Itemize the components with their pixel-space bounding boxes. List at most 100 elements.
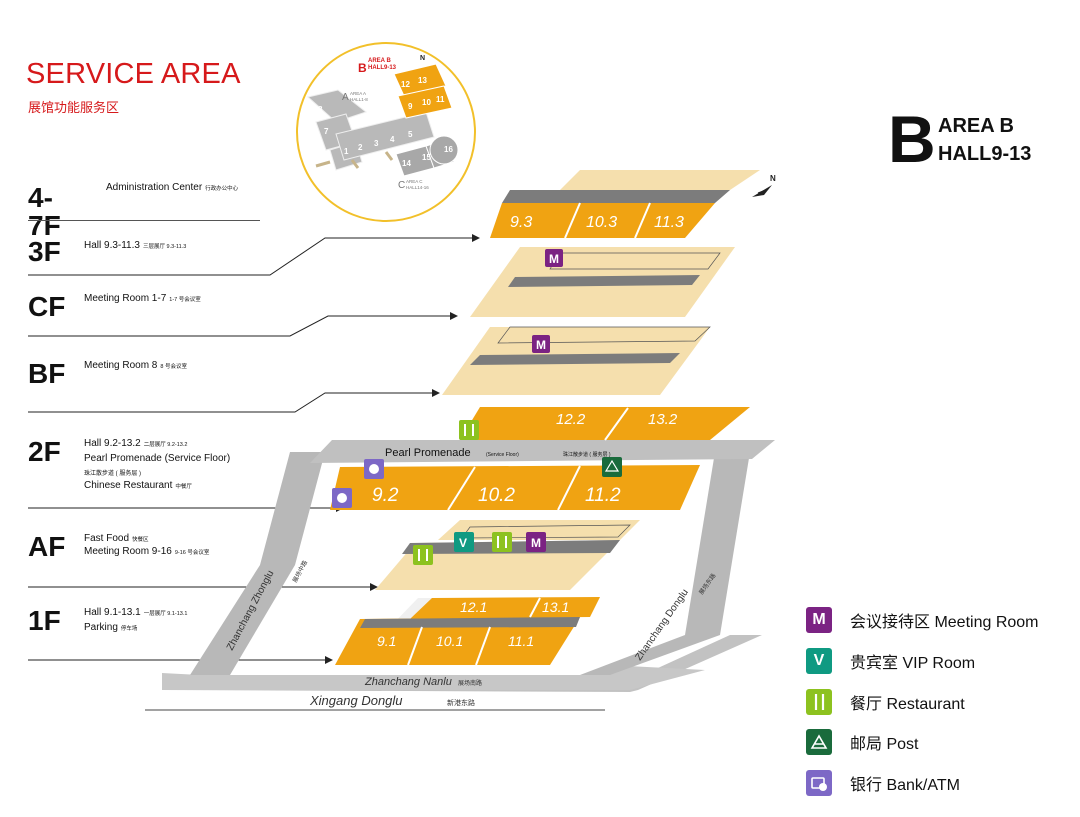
meeting-room-icon: M [545, 249, 563, 267]
legend-item-post: 邮局 Post [806, 728, 918, 756]
svg-text:B: B [358, 61, 367, 75]
svg-text:新港东路: 新港东路 [447, 698, 475, 707]
svg-text:AREA C: AREA C [406, 179, 423, 184]
restaurant-icon [459, 420, 479, 440]
meeting-room-icon: M [526, 532, 546, 552]
svg-text:11.1: 11.1 [508, 633, 534, 649]
svg-text:13.1: 13.1 [542, 599, 569, 615]
bank-atm-icon [364, 459, 384, 479]
floor-cf-plan [470, 247, 735, 317]
vip-room-icon: V [454, 532, 474, 552]
svg-text:AREA B: AREA B [368, 58, 391, 64]
svg-text:(Service Floor): (Service Floor) [486, 452, 519, 458]
legend-label: 贵宾室 VIP Room [850, 655, 976, 672]
road-east [685, 452, 750, 635]
restaurant-icon [492, 532, 512, 552]
svg-text:14: 14 [402, 159, 411, 168]
svg-text:5: 5 [408, 130, 413, 139]
svg-text:HALL9-13: HALL9-13 [368, 65, 397, 71]
svg-text:7: 7 [324, 127, 329, 136]
floor-1f-plan: 12.1 13.1 9.1 10.1 11.1 [335, 597, 600, 666]
road-main-label: Xingang Donglu [309, 693, 403, 708]
legend-label: 会议接待区 Meeting Room [850, 614, 1039, 631]
svg-text:N: N [770, 174, 776, 183]
svg-text:9.2: 9.2 [372, 485, 399, 506]
legend-item-restaurant: 餐厅 Restaurant [806, 688, 965, 716]
svg-text:12.1: 12.1 [460, 599, 487, 615]
floor-code: 2F [28, 436, 61, 467]
bank-atm-icon [806, 770, 832, 796]
floor-code: 4-7F [28, 182, 61, 241]
area-name: AREA B [938, 115, 1014, 137]
area-letter: B [888, 102, 936, 176]
svg-text:13.2: 13.2 [648, 411, 678, 428]
svg-text:10.2: 10.2 [478, 485, 515, 506]
svg-text:12.2: 12.2 [556, 411, 586, 428]
svg-text:10.1: 10.1 [436, 633, 463, 649]
legend-label: 邮局 Post [850, 736, 919, 753]
svg-text:15: 15 [422, 153, 431, 162]
svg-text:HALL1-8: HALL1-8 [350, 97, 368, 102]
leader-line-bf [28, 392, 432, 413]
divider [28, 220, 260, 221]
svg-text:N: N [420, 55, 425, 62]
post-icon [602, 457, 622, 477]
area-halls: HALL9-13 [938, 143, 1032, 165]
svg-text:11.3: 11.3 [654, 214, 684, 231]
svg-text:V: V [459, 536, 467, 550]
svg-text:11: 11 [436, 95, 445, 104]
svg-text:6: 6 [321, 147, 326, 156]
svg-text:10: 10 [422, 98, 431, 107]
svg-text:16: 16 [444, 145, 453, 154]
page-title: SERVICE AREA [26, 58, 241, 90]
svg-text:C: C [398, 180, 405, 191]
road-west [260, 452, 325, 565]
floor-3f-plan: 9.3 10.3 11.3 [490, 170, 760, 239]
svg-text:1: 1 [344, 147, 349, 156]
svg-text:M: M [531, 536, 541, 550]
svg-text:HALL14-16: HALL14-16 [406, 185, 429, 190]
svg-text:12: 12 [401, 80, 410, 89]
svg-text:3: 3 [374, 139, 379, 148]
vip-room-icon: V [806, 648, 832, 674]
leader-lines [28, 234, 480, 664]
ground-roads [145, 452, 762, 711]
restaurant-icon [806, 689, 832, 715]
road-south-label: Zhanchang Nanlu [364, 676, 452, 688]
pearl-promenade [310, 440, 775, 463]
svg-text:13: 13 [418, 76, 427, 85]
legend-item-meeting: M 会议接待区 Meeting Room [806, 606, 1039, 634]
floor-line: 珠江散步道 ( 服务层 ) [84, 471, 141, 477]
svg-text:AREA A: AREA A [350, 91, 366, 96]
legend-label: 银行 Bank/ATM [850, 777, 960, 794]
legend-item-bank: 银行 Bank/ATM [806, 769, 960, 797]
north-arrow-icon: N [752, 174, 776, 197]
floor-map: Zhanchang Nanlu 展场南路 Xingang Donglu 新港东路… [145, 170, 776, 711]
svg-text:珠江散步道 ( 服务层 ): 珠江散步道 ( 服务层 ) [563, 451, 611, 458]
meeting-room-icon: M [532, 335, 550, 353]
svg-text:10.3: 10.3 [586, 214, 617, 231]
svg-text:A: A [342, 92, 349, 103]
bank-atm-icon [332, 488, 352, 508]
floor-code: BF [28, 358, 66, 389]
svg-text:4: 4 [390, 135, 395, 144]
svg-text:M: M [549, 252, 559, 266]
leader-line-cf [28, 315, 450, 337]
svg-text:9: 9 [408, 102, 413, 111]
page-subtitle: 展馆功能服务区 [28, 100, 120, 115]
svg-text:11.2: 11.2 [585, 485, 621, 506]
floor-line: Pearl Promenade (Service Floor) [84, 453, 231, 464]
floor-bf-plan [442, 326, 711, 395]
legend-item-vip: V 贵宾室 VIP Room [806, 647, 975, 675]
svg-text:8: 8 [318, 105, 323, 114]
promenade-label: Pearl Promenade [385, 447, 471, 459]
